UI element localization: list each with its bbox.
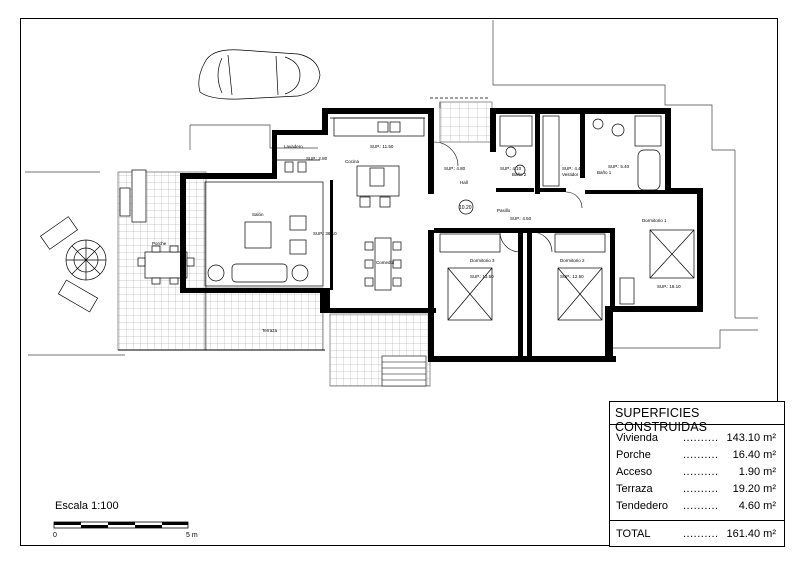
label-bano1-area: SUP.: 5.40	[608, 164, 630, 169]
label-vestidor: Vestidor	[562, 172, 579, 177]
scale-label: Escala 1:100	[55, 500, 119, 512]
label-vestidor-area: SUP.: 4.40	[562, 166, 584, 171]
drawing-frame	[20, 18, 778, 546]
legend-row-value: 16.40 m²	[732, 449, 776, 461]
label-dormitorio1-area: SUP.: 18.10	[657, 284, 681, 289]
legend-row: Porche .......... 16.40 m²	[616, 449, 780, 463]
legend-row-dots: ..........	[683, 483, 719, 495]
stairs	[381, 355, 427, 387]
label-terraza: Terraza	[262, 328, 278, 333]
legend-row-dots: ..........	[683, 432, 719, 444]
legend-row-name: Vivienda	[616, 432, 658, 444]
scale-bar	[53, 521, 189, 529]
label-pasillo-area: SUP.: 4.50	[510, 216, 532, 221]
scale-end-label: 5 m	[186, 532, 198, 539]
scale-start-label: 0	[53, 532, 57, 539]
label-bano2: Baño 2	[512, 172, 527, 177]
label-dormitorio3-area: SUP.: 13.50	[470, 274, 494, 279]
label-salon: Salón	[252, 212, 264, 217]
label-porche: Porche	[152, 241, 167, 246]
label-dormitorio2-area: SUP.: 12.50	[560, 274, 584, 279]
label-dormitorio3: Dormitorio 3	[470, 258, 495, 263]
label-pasillo: Pasillo	[497, 208, 511, 213]
legend-row-value: 1.90 m²	[738, 466, 776, 478]
interior-lines	[204, 97, 662, 287]
room-labels: Salón SUP.: 36.10 Cocina SUP.: 11.50 Lav…	[152, 144, 681, 333]
walls	[180, 108, 703, 362]
legend-row-dots: ..........	[683, 466, 719, 478]
label-level: 10.20	[459, 205, 472, 211]
label-hall-area: SUP.: 4.80	[444, 166, 466, 171]
label-hall: Hall	[460, 180, 468, 185]
legend-row-name: Terraza	[616, 483, 653, 495]
porch-furniture	[39, 169, 195, 313]
label-lavadero: Lavadero	[284, 144, 303, 149]
legend-row-dots: ..........	[683, 500, 719, 512]
legend-row-name: Tendedero	[616, 500, 668, 512]
legend-row: Vivienda .......... 143.10 m²	[616, 432, 780, 446]
door-swings	[433, 141, 583, 253]
car-icon	[198, 49, 321, 100]
label-dormitorio2: Dormitorio 2	[560, 258, 585, 263]
label-bano2-area: SUP.: 4.10	[500, 166, 522, 171]
legend-row: Tendedero .......... 4.60 m²	[616, 500, 780, 514]
label-bano1: Baño 1	[597, 170, 612, 175]
legend-total-dots: ..........	[683, 528, 719, 540]
legend-total-value: 161.40 m²	[726, 528, 776, 540]
legend-total-name: TOTAL	[616, 528, 651, 540]
legend-row-value: 143.10 m²	[726, 432, 776, 444]
legend-row-value: 4.60 m²	[738, 500, 776, 512]
site-lines	[25, 20, 758, 356]
label-cocina: Cocina	[345, 159, 360, 164]
legend-row: Acceso .......... 1.90 m²	[616, 466, 780, 480]
interior-furniture	[207, 118, 695, 321]
label-dormitorio1: Dormitorio 1	[642, 218, 667, 223]
legend-title: SUPERFICIES CONSTRUIDAS	[615, 406, 708, 434]
surface-legend: SUPERFICIES CONSTRUIDAS Vivienda .......…	[609, 401, 785, 547]
legend-row-dots: ..........	[683, 449, 719, 461]
porch-area	[117, 101, 493, 387]
legend-total-row: TOTAL .......... 161.40 m²	[616, 528, 780, 542]
label-cocina-area: SUP.: 11.50	[370, 144, 394, 149]
legend-divider	[610, 424, 784, 425]
legend-row: Terraza .......... 19.20 m²	[616, 483, 780, 497]
legend-row-name: Acceso	[616, 466, 653, 478]
legend-row-name: Porche	[616, 449, 651, 461]
legend-divider	[610, 520, 784, 521]
label-comedor: Comedor	[376, 260, 395, 265]
label-lavadero-area: SUP.: 2.80	[306, 156, 328, 161]
label-salon-area: SUP.: 36.10	[313, 231, 337, 236]
legend-row-value: 19.20 m²	[732, 483, 776, 495]
